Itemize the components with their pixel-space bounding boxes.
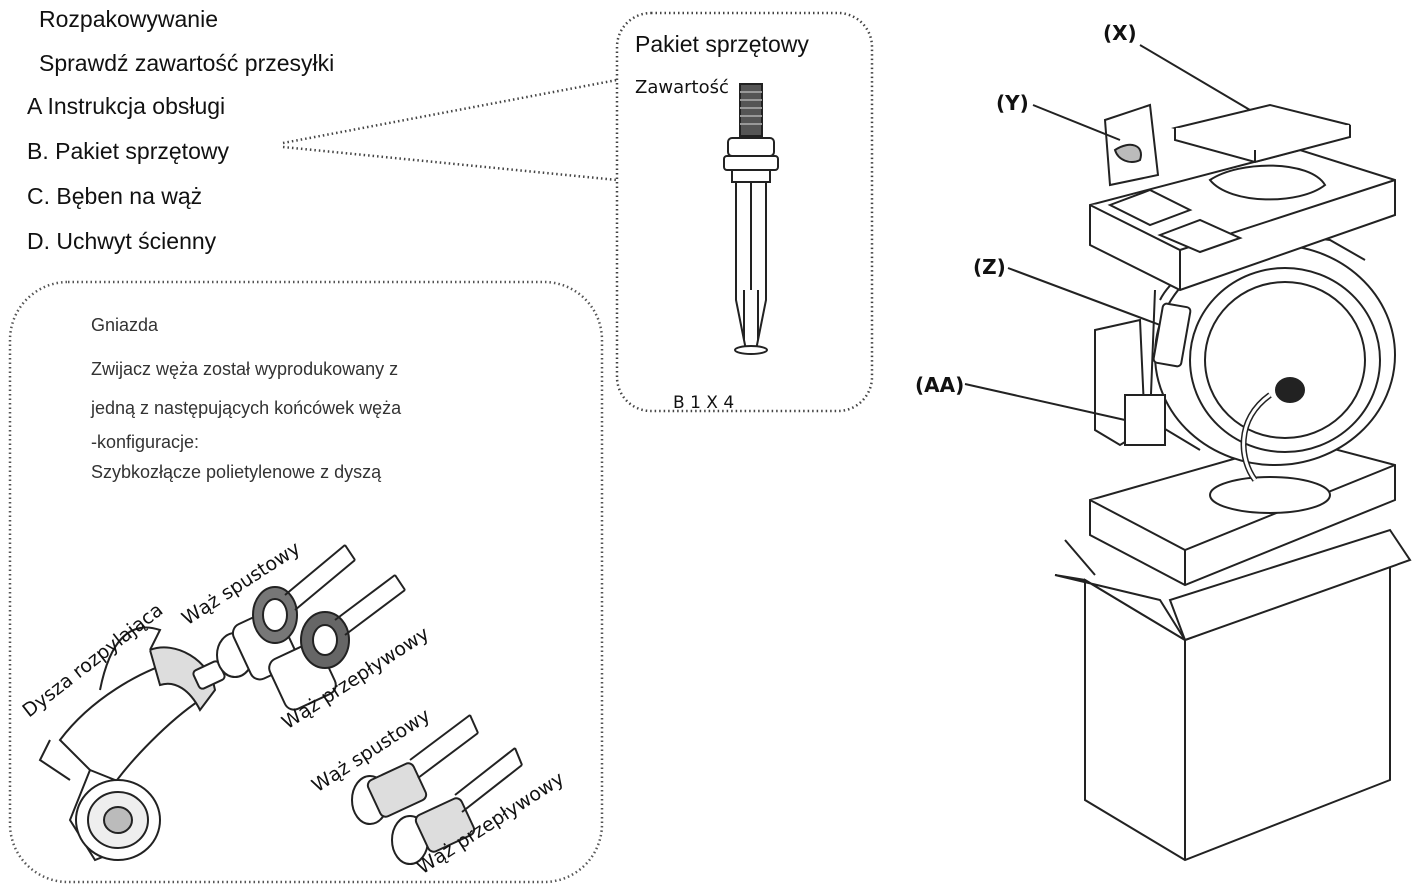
callout-leaders — [964, 44, 1251, 421]
packaging-drawing — [1054, 103, 1412, 862]
contents-item-c: C. Bęben na wąż — [27, 183, 203, 209]
nozzle-drawing — [38, 626, 226, 862]
quick-connector-drain-2 — [351, 714, 479, 825]
contents-item-d: D. Uchwyt ścienny — [27, 228, 217, 254]
contents-item-b: B. Pakiet sprzętowy — [27, 138, 229, 164]
quick-connector-flow-1 — [268, 574, 406, 711]
contents-item-a: A Instrukcja obsługi — [27, 93, 226, 119]
sockets-line-3: -konfiguracje: — [91, 432, 200, 452]
sockets-line-2: jedną z następujących końcówek węża — [91, 398, 402, 418]
leader-line-bottom — [282, 145, 618, 182]
callout-aa: (AA) — [915, 373, 965, 397]
page-title: Rozpakowywanie — [39, 6, 218, 32]
sockets-line-1: Zwijacz węża został wyprodukowany z — [91, 359, 399, 379]
hardware-pack-title: Pakiet sprzętowy — [635, 31, 809, 57]
page-subtitle: Sprawdź zawartość przesyłki — [39, 50, 335, 76]
sockets-title: Gniazda — [91, 315, 159, 335]
hardware-pack-contents-label: Zawartość — [635, 77, 729, 98]
callout-x: (X) — [1103, 21, 1137, 45]
callout-z: (Z) — [973, 255, 1006, 279]
leader-line-top — [282, 78, 618, 145]
hardware-pack-quantity: B 1 X 4 — [673, 393, 735, 413]
quick-connector-flow-2 — [391, 747, 523, 865]
anchor-bolt-drawing — [723, 83, 779, 355]
sockets-line-4: Szybkozłącze polietylenowe z dyszą — [91, 462, 382, 482]
callout-y: (Y) — [996, 91, 1029, 115]
hardware-pack-box — [615, 11, 874, 413]
